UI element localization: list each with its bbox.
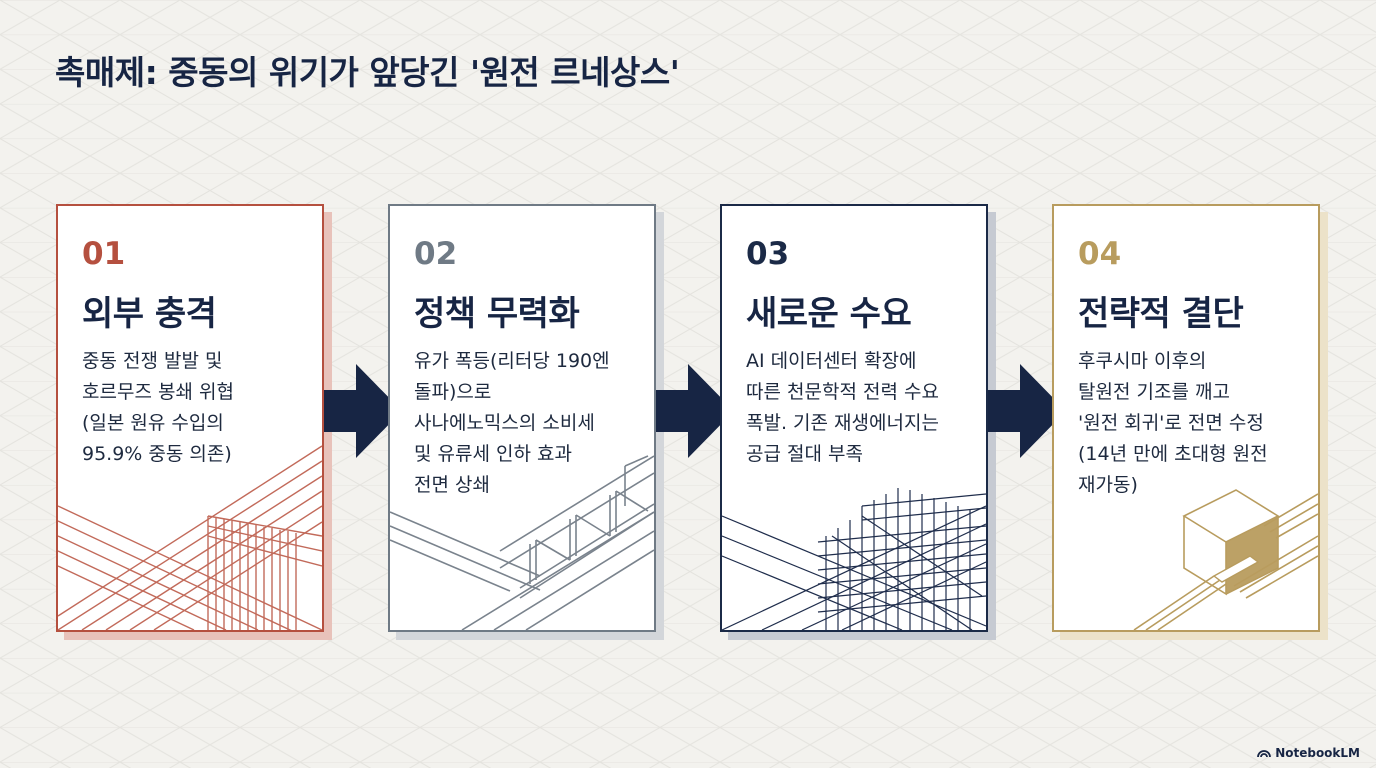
description-line: 탈원전 기조를 깨고 xyxy=(1078,381,1230,403)
step-description: 중동 전쟁 발발 및 호르무즈 봉쇄 위협 (일본 원유 수입의 95.9% 중… xyxy=(82,346,314,470)
step-heading: 외부 충격 xyxy=(82,294,217,334)
description-line: 재가동) xyxy=(1078,474,1138,496)
brand-label: NotebookLM xyxy=(1275,746,1360,760)
step-card-1: 01 외부 충격 중동 전쟁 발발 및 호르무즈 봉쇄 위협 (일본 원유 수입… xyxy=(56,204,324,632)
description-line: 유가 폭등(리터당 190엔 xyxy=(414,350,610,372)
description-line: 따른 천문학적 전력 수요 xyxy=(746,381,939,403)
description-line: '원전 회귀'로 전면 수정 xyxy=(1078,412,1264,434)
description-line: 95.9% 중동 의존) xyxy=(82,443,232,465)
step-number: 04 xyxy=(1078,236,1122,272)
step-description: AI 데이터센터 확장에 따른 천문학적 전력 수요 폭발. 기존 재생에너지는… xyxy=(746,346,978,470)
description-line: (일본 원유 수입의 xyxy=(82,412,224,434)
page-title: 촉매제: 중동의 위기가 앞당긴 '원전 르네상스' xyxy=(55,53,680,92)
arrow-right-icon xyxy=(988,364,1066,458)
step-number: 03 xyxy=(746,236,790,272)
step-heading: 전략적 결단 xyxy=(1078,294,1244,334)
step-heading: 새로운 수요 xyxy=(746,294,912,334)
arrow-right-icon xyxy=(656,364,734,458)
description-line: AI 데이터센터 확장에 xyxy=(746,350,917,372)
step-number: 02 xyxy=(414,236,458,272)
description-line: 후쿠시마 이후의 xyxy=(1078,350,1207,372)
notebooklm-logo: NotebookLM xyxy=(1257,746,1360,760)
description-line: 사나에노믹스의 소비세 xyxy=(414,412,595,434)
description-line: 전면 상쇄 xyxy=(414,474,490,496)
step-card-2: 02 정책 무력화 유가 폭등(리터당 190엔 돌파)으로 사나에노믹스의 소… xyxy=(388,204,656,632)
step-description: 유가 폭등(리터당 190엔 돌파)으로 사나에노믹스의 소비세 및 유류세 인… xyxy=(414,346,646,501)
step-description: 후쿠시마 이후의 탈원전 기조를 깨고 '원전 회귀'로 전면 수정 (14년 … xyxy=(1078,346,1310,501)
cube-connector-illustration xyxy=(1133,489,1318,630)
grid-lattice-illustration xyxy=(722,488,986,630)
step-heading: 정책 무력화 xyxy=(414,294,580,334)
intersecting-lines-illustration xyxy=(58,445,322,630)
description-line: 돌파)으로 xyxy=(414,381,492,403)
notebooklm-icon xyxy=(1257,750,1272,758)
description-line: 호르무즈 봉쇄 위협 xyxy=(82,381,234,403)
description-line: 및 유류세 인하 효과 xyxy=(414,443,572,465)
description-line: 중동 전쟁 발발 및 xyxy=(82,350,223,372)
truss-beam-illustration xyxy=(390,455,654,630)
arrow-right-icon xyxy=(324,364,402,458)
step-card-3: 03 새로운 수요 AI 데이터센터 확장에 따른 천문학적 전력 수요 폭발.… xyxy=(720,204,988,632)
description-line: 공급 절대 부족 xyxy=(746,443,863,465)
description-line: (14년 만에 초대형 원전 xyxy=(1078,443,1268,465)
step-card-4: 04 전략적 결단 후쿠시마 이후의 탈원전 기조를 깨고 '원전 회귀'로 전… xyxy=(1052,204,1320,632)
description-line: 폭발. 기존 재생에너지는 xyxy=(746,412,939,434)
step-number: 01 xyxy=(82,236,126,272)
